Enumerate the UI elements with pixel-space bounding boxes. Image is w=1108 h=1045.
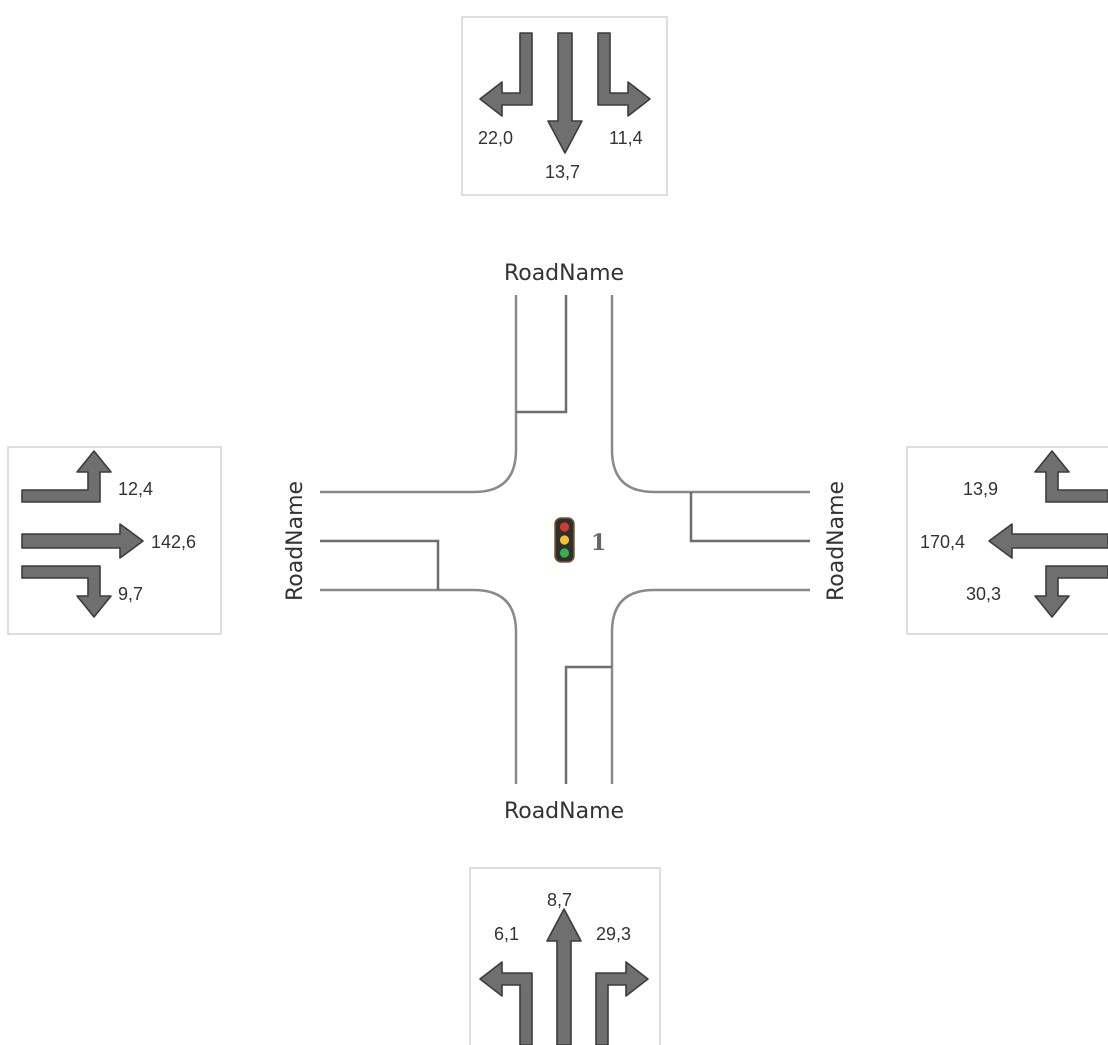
road-edge-west-south bbox=[320, 588, 518, 784]
road-name-south: RoadName bbox=[504, 799, 624, 824]
volume-east-right: 13,9 bbox=[963, 479, 998, 499]
road-edge-east-south bbox=[610, 588, 810, 784]
volume-south-right: 29,3 bbox=[596, 924, 631, 944]
stop-line-north bbox=[516, 295, 568, 414]
volume-east-through: 170,4 bbox=[920, 532, 965, 552]
right-turn-arrow-north bbox=[597, 32, 651, 117]
road-name-east: RoadName bbox=[824, 481, 849, 601]
through-arrow-south bbox=[546, 908, 582, 1045]
stop-line-east bbox=[689, 492, 810, 543]
volume-north-through: 13,7 bbox=[545, 162, 580, 182]
through-arrow-east bbox=[988, 523, 1108, 559]
right-turn-arrow-west bbox=[21, 565, 112, 618]
through-arrow-north bbox=[547, 32, 583, 154]
volume-west-right: 9,7 bbox=[118, 584, 143, 604]
north-approach-panel: 22,0 13,7 11,4 bbox=[461, 16, 668, 196]
intersection-roads bbox=[320, 295, 810, 784]
volume-west-left: 12,4 bbox=[118, 479, 153, 499]
volume-west-through: 142,6 bbox=[151, 532, 196, 552]
left-turn-arrow-east bbox=[1034, 565, 1108, 618]
road-name-west: RoadName bbox=[283, 481, 308, 601]
traffic-light-icon bbox=[554, 517, 575, 563]
road-name-north: RoadName bbox=[504, 261, 624, 286]
road-edge-north-east bbox=[610, 295, 810, 494]
left-turn-arrow-south bbox=[479, 961, 533, 1045]
volume-east-left: 30,3 bbox=[966, 584, 1001, 604]
left-turn-arrow-west bbox=[21, 450, 112, 503]
left-turn-arrow-north bbox=[479, 32, 533, 117]
right-turn-arrow-east bbox=[1034, 450, 1108, 503]
stop-line-west bbox=[320, 539, 440, 590]
intersection-number: 1 bbox=[591, 530, 606, 556]
volume-south-left: 6,1 bbox=[494, 924, 519, 944]
west-approach-panel: 12,4 142,6 9,7 bbox=[7, 446, 222, 635]
volume-north-right: 11,4 bbox=[609, 128, 643, 148]
east-approach-panel: 13,9 170,4 30,3 bbox=[906, 446, 1108, 635]
road-edge-north-west bbox=[320, 295, 518, 494]
right-turn-arrow-south bbox=[595, 961, 649, 1045]
south-approach-panel: 6,1 8,7 29,3 bbox=[469, 867, 661, 1045]
volume-south-through: 8,7 bbox=[547, 890, 572, 910]
stop-line-south bbox=[564, 665, 612, 784]
through-arrow-west bbox=[21, 523, 144, 559]
volume-north-left: 22,0 bbox=[478, 128, 513, 148]
